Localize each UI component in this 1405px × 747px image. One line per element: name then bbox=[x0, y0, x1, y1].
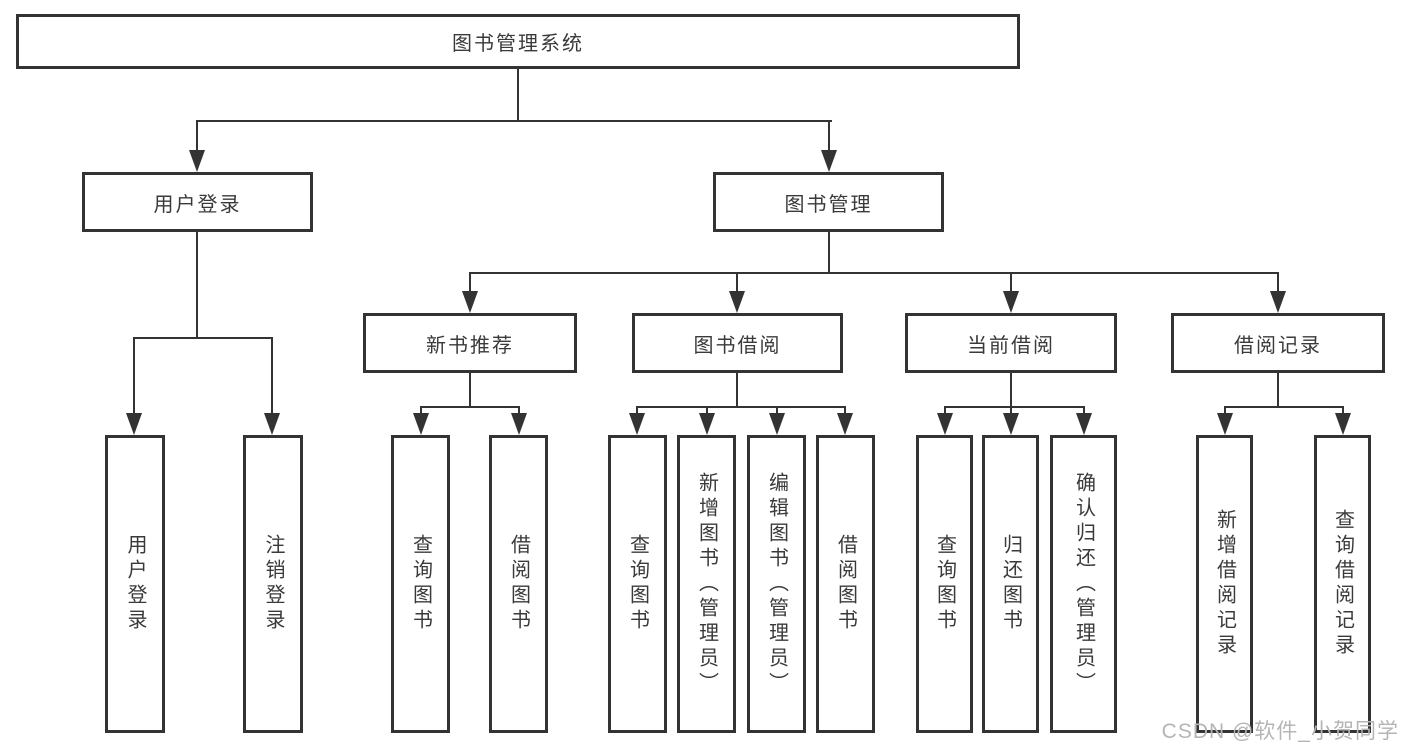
connector-vline bbox=[518, 406, 520, 418]
arrowhead-down-icon bbox=[1003, 291, 1019, 313]
connector-hline bbox=[1224, 406, 1344, 408]
arrowhead-down-icon bbox=[462, 291, 478, 313]
node-label: 图书管理系统 bbox=[452, 33, 584, 55]
leaf-label: 借阅图书 bbox=[834, 534, 857, 634]
leaf-label: 确认归还（管理员） bbox=[1072, 471, 1095, 697]
leaf-label: 新增借阅记录 bbox=[1213, 509, 1236, 659]
connector-vline bbox=[706, 406, 708, 418]
connector-hline bbox=[636, 406, 846, 408]
leaf-edit-books-admin: 编辑图书（管理员） bbox=[747, 435, 806, 733]
arrowhead-down-icon bbox=[1335, 413, 1351, 435]
node-current-borrowing: 当前借阅 bbox=[905, 313, 1117, 373]
leaf-return-books: 归还图书 bbox=[982, 435, 1039, 733]
node-book-borrowing: 图书借阅 bbox=[632, 313, 843, 373]
leaf-label: 查询图书 bbox=[409, 534, 432, 634]
connector-hline bbox=[469, 272, 1279, 274]
node-borrowing-records: 借阅记录 bbox=[1171, 313, 1385, 373]
connector-vline bbox=[1010, 373, 1012, 406]
connector-vline bbox=[420, 406, 422, 418]
connector-vline bbox=[828, 232, 830, 272]
leaf-add-books-admin: 新增图书（管理员） bbox=[677, 435, 736, 733]
connector-vline bbox=[736, 373, 738, 406]
arrowhead-down-icon bbox=[1003, 413, 1019, 435]
connector-vline bbox=[271, 337, 273, 415]
connector-vline bbox=[133, 337, 135, 415]
leaf-logout: 注销登录 bbox=[243, 435, 303, 733]
node-library-management-system: 图书管理系统 bbox=[16, 14, 1020, 69]
leaf-borrow-books-borrowing: 借阅图书 bbox=[816, 435, 875, 733]
connector-vline bbox=[1083, 406, 1085, 418]
leaf-label: 注销登录 bbox=[262, 534, 284, 634]
connector-vline bbox=[1010, 406, 1012, 418]
leaf-query-books-borrowing: 查询图书 bbox=[608, 435, 667, 733]
connector-vline bbox=[517, 69, 519, 120]
leaf-label: 新增图书（管理员） bbox=[695, 471, 718, 697]
arrowhead-down-icon bbox=[1270, 291, 1286, 313]
arrowhead-down-icon bbox=[629, 413, 645, 435]
connector-vline bbox=[196, 232, 198, 337]
leaf-borrow-books-recommend: 借阅图书 bbox=[489, 435, 548, 733]
connector-vline bbox=[944, 406, 946, 418]
connector-hline bbox=[133, 337, 273, 339]
leaf-query-borrow-record: 查询借阅记录 bbox=[1314, 435, 1371, 733]
connector-vline bbox=[736, 272, 738, 294]
node-label: 新书推荐 bbox=[426, 334, 514, 357]
leaf-label: 查询图书 bbox=[933, 534, 956, 634]
leaf-add-borrow-record: 新增借阅记录 bbox=[1196, 435, 1253, 733]
connector-vline bbox=[1010, 272, 1012, 294]
leaf-query-books-recommend: 查询图书 bbox=[391, 435, 450, 733]
connector-hline bbox=[944, 406, 1085, 408]
arrowhead-down-icon bbox=[264, 413, 280, 435]
node-label: 借阅记录 bbox=[1234, 334, 1322, 357]
connector-vline bbox=[828, 120, 830, 152]
leaf-label: 查询图书 bbox=[626, 534, 649, 634]
connector-vline bbox=[1277, 373, 1279, 406]
node-label: 图书借阅 bbox=[693, 334, 782, 357]
node-user-login: 用户登录 bbox=[82, 172, 313, 232]
node-label: 图书管理 bbox=[784, 193, 873, 216]
connector-hline bbox=[420, 406, 520, 408]
connector-vline bbox=[844, 406, 846, 418]
arrowhead-down-icon bbox=[937, 413, 953, 435]
arrowhead-down-icon bbox=[189, 150, 205, 172]
arrowhead-down-icon bbox=[821, 150, 837, 172]
arrowhead-down-icon bbox=[511, 413, 527, 435]
watermark: CSDN @软件_小贺同学 bbox=[1161, 720, 1399, 743]
leaf-label: 借阅图书 bbox=[507, 534, 530, 634]
arrowhead-down-icon bbox=[1076, 413, 1092, 435]
node-new-book-recommendation: 新书推荐 bbox=[363, 313, 577, 373]
connector-vline bbox=[776, 406, 778, 418]
arrowhead-down-icon bbox=[1217, 413, 1233, 435]
leaf-label: 用户登录 bbox=[124, 534, 146, 634]
arrowhead-down-icon bbox=[126, 413, 142, 435]
leaf-label: 查询借阅记录 bbox=[1331, 509, 1354, 659]
leaf-confirm-return-admin: 确认归还（管理员） bbox=[1050, 435, 1117, 733]
leaf-label: 归还图书 bbox=[999, 534, 1022, 634]
connector-vline bbox=[636, 406, 638, 418]
leaf-query-books-current: 查询图书 bbox=[916, 435, 973, 733]
connector-hline bbox=[196, 120, 832, 122]
connector-vline bbox=[196, 120, 198, 152]
leaf-label: 编辑图书（管理员） bbox=[765, 471, 788, 697]
arrowhead-down-icon bbox=[729, 291, 745, 313]
node-label: 用户登录 bbox=[153, 193, 242, 216]
arrowhead-down-icon bbox=[699, 413, 715, 435]
node-book-management: 图书管理 bbox=[713, 172, 944, 232]
arrowhead-down-icon bbox=[837, 413, 853, 435]
connector-vline bbox=[1342, 406, 1344, 418]
arrowhead-down-icon bbox=[413, 413, 429, 435]
connector-vline bbox=[469, 272, 471, 294]
connector-vline bbox=[1224, 406, 1226, 418]
node-label: 当前借阅 bbox=[967, 334, 1055, 357]
connector-vline bbox=[469, 373, 471, 406]
arrowhead-down-icon bbox=[769, 413, 785, 435]
leaf-user-login: 用户登录 bbox=[105, 435, 165, 733]
connector-vline bbox=[1277, 272, 1279, 294]
